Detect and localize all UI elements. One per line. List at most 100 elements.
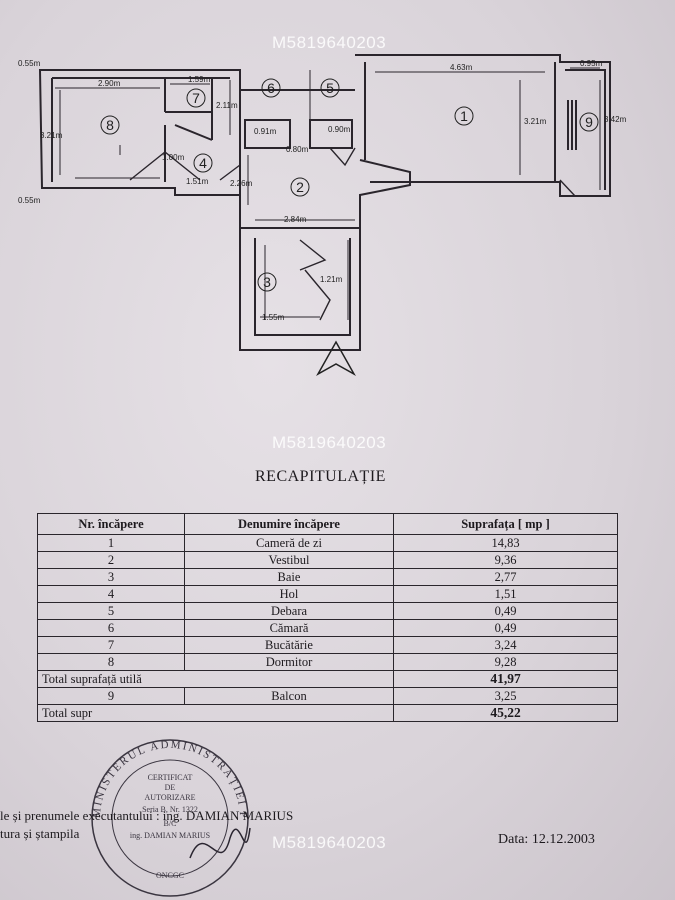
cell-area: 9,36 — [393, 551, 618, 569]
table-row: 8 Dormitor 9,28 — [37, 653, 618, 671]
wall-closets — [244, 119, 353, 149]
cell-area: 3,24 — [393, 636, 618, 654]
cell-name: Bucătărie — [184, 636, 394, 654]
room-label-9: 9 — [585, 114, 593, 130]
door-arcs — [129, 147, 576, 321]
dim-100: 1.00m — [162, 153, 185, 162]
signature-scribble — [189, 827, 251, 859]
north-arrow-icon — [316, 340, 356, 376]
cell-nr: 3 — [37, 568, 185, 586]
cell-area: 2,77 — [393, 568, 618, 586]
table-row-balcon: 9 Balcon 3,25 — [37, 687, 618, 705]
header-nr: Nr. încăpere — [37, 513, 185, 535]
table-row: 7 Bucătărie 3,24 — [37, 636, 618, 654]
wall-bath — [240, 227, 360, 336]
header-suprafata: Suprafața [ mp ] — [393, 513, 618, 535]
total-label: Total supr — [37, 704, 394, 722]
room-number-markers: 8 7 4 6 5 2 3 1 9 — [100, 78, 599, 292]
total-util-row: Total suprafață utilă 41,97 — [37, 670, 618, 688]
table-row: 1 Cameră de zi 14,83 — [37, 534, 618, 552]
stamp-line-6: ing. DAMIAN MARIUS — [130, 831, 210, 840]
wall-right-block — [355, 54, 611, 197]
table-row: 5 Debara 0,49 — [37, 602, 618, 620]
footer-executant: le și prenumele executantului : ing. DAM… — [0, 808, 294, 823]
room-label-1: 1 — [460, 108, 468, 124]
floor-plan: 8 7 4 6 5 2 3 1 9 2.90m 1.59m 4.63m 0.95… — [18, 54, 627, 376]
watermark-middle: M5819640203 — [272, 433, 387, 452]
table-row: 6 Cămară 0,49 — [37, 619, 618, 637]
dim-080: 0.80m — [286, 145, 309, 154]
dim-284: 2.84m — [284, 215, 307, 224]
dimension-labels: 2.90m 1.59m 4.63m 0.95m 3.21m 2.11m 3.21… — [18, 59, 627, 322]
total-row: Total supr 45,22 — [37, 704, 618, 722]
stamp-line-1: CERTIFICAT — [148, 773, 193, 782]
dim-321a: 3.21m — [40, 131, 63, 140]
dim-226: 2.26m — [230, 179, 253, 188]
wall-vestibul — [239, 89, 411, 351]
dim-290: 2.90m — [98, 79, 121, 88]
stamp-line-5: B/C — [164, 819, 177, 828]
cell-name: Balcon — [184, 687, 394, 705]
dim-211: 2.11m — [216, 101, 238, 110]
footer-signature: tura și ștampila — [0, 826, 80, 841]
cell-nr: 8 — [37, 653, 185, 671]
footer-date: Data: 12.12.2003 — [498, 832, 595, 847]
recap-table: Nr. încăpere Denumire încăpere Suprafața… — [37, 513, 618, 722]
table-row: 3 Baie 2,77 — [37, 568, 618, 586]
cell-nr: 7 — [37, 636, 185, 654]
cell-area: 14,83 — [393, 534, 618, 552]
cell-nr: 9 — [37, 687, 185, 705]
cell-name: Vestibul — [184, 551, 394, 569]
cell-name: Cameră de zi — [184, 534, 394, 552]
wall-left-inner — [51, 77, 230, 182]
room-label-4: 4 — [199, 155, 207, 171]
total-value: 45,22 — [393, 704, 618, 722]
wall-left-block — [38, 69, 241, 196]
header-denumire: Denumire încăpere — [184, 513, 394, 535]
cell-area: 0,49 — [393, 602, 618, 620]
cell-name: Dormitor — [184, 653, 394, 671]
cell-nr: 4 — [37, 585, 185, 603]
recap-title: RECAPITULAȚIE — [255, 468, 386, 485]
room-label-3: 3 — [263, 274, 271, 290]
stamp-bottom: ONCGC — [156, 871, 184, 880]
room-label-5: 5 — [326, 80, 334, 96]
table-header-row: Nr. încăpere Denumire încăpere Suprafața… — [37, 513, 618, 535]
dim-159: 1.59m — [188, 75, 211, 84]
cell-area: 3,25 — [393, 687, 618, 705]
stamp-line-3: AUTORIZARE — [145, 793, 196, 802]
watermark-bottom: M5819640203 — [272, 833, 387, 852]
room-label-8: 8 — [106, 117, 114, 133]
dim-342: 3.42m — [604, 115, 627, 124]
dim-155: 1.55m — [262, 313, 285, 322]
cell-nr: 5 — [37, 602, 185, 620]
dim-055a: 0.55m — [18, 59, 41, 68]
total-util-label: Total suprafață utilă — [37, 670, 394, 688]
cell-name: Baie — [184, 568, 394, 586]
total-util-value: 41,97 — [393, 670, 618, 688]
dim-151: 1.51m — [186, 177, 209, 186]
cell-nr: 6 — [37, 619, 185, 637]
table-row: 2 Vestibul 9,36 — [37, 551, 618, 569]
dim-321b: 3.21m — [524, 117, 547, 126]
watermark-top: M5819640203 — [272, 33, 387, 52]
room-label-6: 6 — [267, 80, 275, 96]
dim-090: 0.90m — [328, 125, 351, 134]
cell-name: Debara — [184, 602, 394, 620]
cell-area: 9,28 — [393, 653, 618, 671]
stamp-line-4: Seria B, Nr. 1322 — [142, 805, 198, 814]
dim-095: 0.95m — [580, 59, 603, 68]
cell-area: 1,51 — [393, 585, 618, 603]
cell-nr: 2 — [37, 551, 185, 569]
cell-nr: 1 — [37, 534, 185, 552]
cell-name: Cămară — [184, 619, 394, 637]
wall-balcony — [565, 69, 606, 190]
wall-kitchen — [165, 111, 213, 141]
room-label-7: 7 — [192, 90, 200, 106]
official-stamp: MINISTERUL ADMINISTRAȚIEI PUBLICE CERTIF… — [80, 728, 251, 897]
dim-055b: 0.55m — [18, 196, 41, 205]
dim-091: 0.91m — [254, 127, 277, 136]
table-row: 4 Hol 1,51 — [37, 585, 618, 603]
stamp-line-2: DE — [165, 783, 176, 792]
